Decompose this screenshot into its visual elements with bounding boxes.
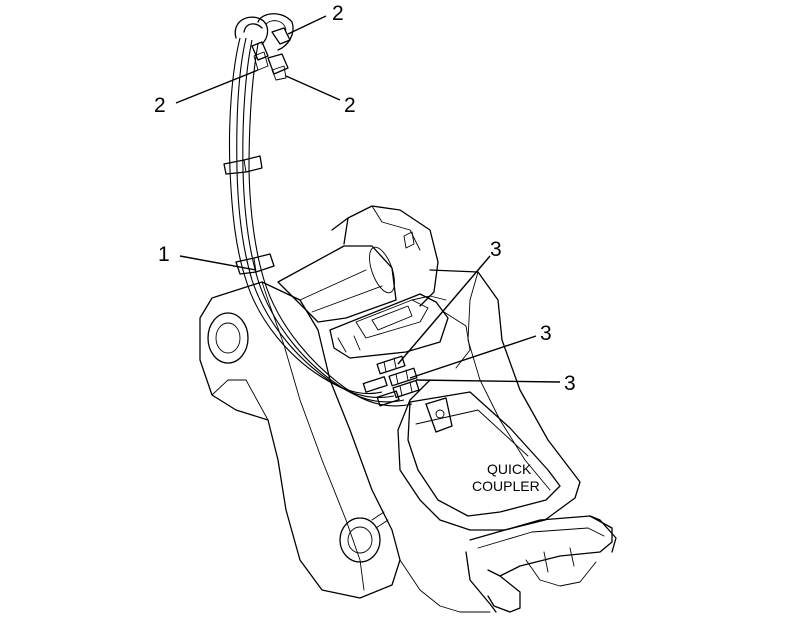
leader-fitting-left [175,69,259,104]
leader-coupling-middle [409,335,537,379]
callout-fitting-right: 2 [344,94,356,117]
fitting-top [271,27,291,45]
coupling-upper [376,355,406,375]
leader-fitting-right [285,75,341,101]
plate-line-quick: QUICK [487,461,532,477]
leader-hose-clamp [179,255,257,271]
fitting-right [267,53,289,75]
upper-pin-boss [207,312,249,364]
lower-pin-boss [339,517,381,563]
nameplate-text: QUICK COUPLER [472,461,540,494]
callout-coupling-middle: 3 [540,322,552,345]
callout-coupling-lower: 3 [564,372,576,395]
leader-lines [175,15,561,383]
callout-labels: 1 2 2 2 3 3 3 [154,2,576,395]
leader-coupling-upper [397,255,491,365]
quick-coupler-body [199,205,617,613]
hose-assembly [223,13,420,407]
leader-coupling-lower [415,379,561,383]
callout-fitting-left: 2 [154,94,166,117]
callout-hose-clamp: 1 [158,243,170,266]
callout-fitting-top: 2 [332,2,344,25]
coupling-middle [362,367,418,393]
callout-coupling-upper: 3 [490,238,502,261]
leader-fitting-top [287,15,327,35]
coupling-lower [376,379,420,407]
nameplate-panel [407,391,561,517]
plate-line-coupler: COUPLER [472,478,540,494]
